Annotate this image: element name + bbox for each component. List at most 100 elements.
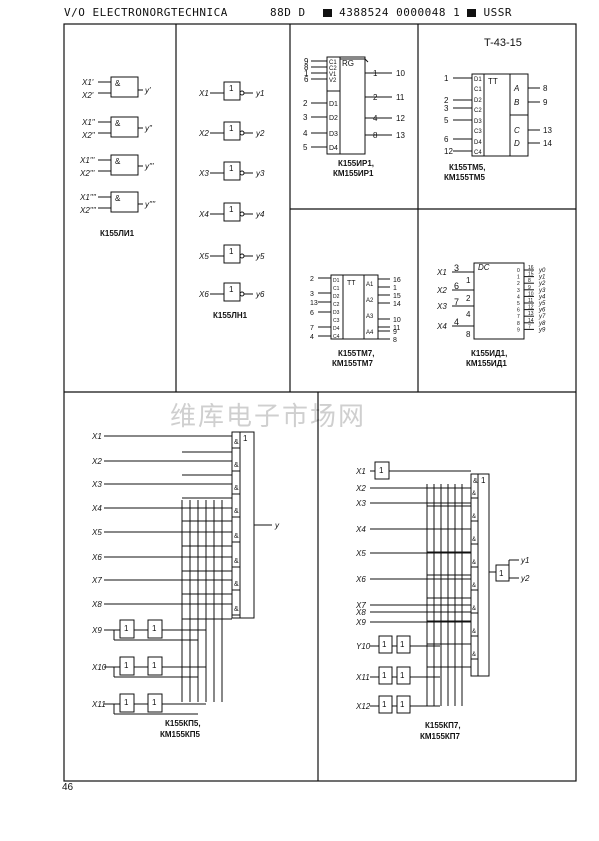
schematic-label: &: [472, 606, 476, 612]
schematic-label: y2: [538, 281, 546, 287]
schematic-label: 11: [528, 298, 533, 304]
schematic-label: C3: [333, 318, 340, 324]
schematic-label: &: [472, 514, 476, 520]
schematic-label: 1: [229, 164, 234, 173]
schematic-label: X3: [198, 169, 209, 178]
schematic-label: &: [472, 652, 476, 658]
tm7-part-label-2: КМ155ТМ7: [332, 359, 373, 368]
multiplexer-box: [470, 473, 490, 677]
schematic-label: y7: [538, 314, 546, 320]
page-number: 46: [62, 782, 74, 793]
schematic-label: 2: [303, 99, 308, 108]
schematic-label: 1: [379, 466, 384, 475]
svg-text:TT: TT: [347, 280, 356, 287]
schematic-label: C2: [474, 108, 482, 114]
company-name: V/O ELECTRONORGTECHNICA: [64, 6, 228, 19]
frame-grid: [63, 23, 577, 782]
schematic-label: X1: [91, 432, 102, 441]
schematic-label: C1: [474, 87, 482, 93]
schematic-label: X2: [355, 484, 366, 493]
schematic-label: y2: [520, 574, 530, 583]
schematic-label: &: [234, 606, 239, 613]
schematic-label: A3: [366, 314, 374, 320]
svg-text:&: &: [115, 79, 121, 88]
schematic-label: y6: [538, 308, 546, 314]
schematic-label: 1: [373, 69, 378, 78]
svg-text:X2': X2': [81, 91, 94, 100]
schematic-label: 1: [304, 69, 309, 78]
schematic-label: Y10: [356, 642, 371, 651]
doc-ref: T-43-15: [484, 37, 522, 49]
schematic-label: 8: [528, 278, 531, 284]
schematic-label: y1: [255, 89, 264, 98]
schematic-label: X11: [355, 673, 370, 682]
schematic-label: 1: [444, 74, 449, 83]
schematic-label: 2: [444, 96, 449, 105]
schematic-label: 7: [517, 314, 520, 320]
schematic-label: X3: [436, 302, 447, 311]
schematic-label: 8: [304, 63, 309, 72]
schematic-label: X8: [355, 608, 366, 617]
schematic-label: X7: [91, 576, 102, 585]
schematic-label: X7: [355, 601, 366, 610]
schematic-label: D1: [333, 278, 340, 284]
schematic-label: C: [514, 126, 520, 135]
schematic-label: X12: [355, 702, 371, 711]
schematic-label: X9: [355, 618, 366, 627]
schematic-label: 15: [393, 293, 401, 300]
schematic-label: X1: [355, 467, 366, 476]
schematic-label: 6: [310, 310, 314, 317]
schematic-label: X3: [355, 499, 366, 508]
schematic-label: y8: [538, 321, 546, 327]
schematic-label: 1: [124, 661, 129, 670]
schematic-label: 14: [393, 301, 401, 308]
schematic-label: &: [472, 629, 476, 635]
schematic-label: 1: [481, 476, 486, 485]
schematic-label: 11: [396, 93, 405, 102]
schematic-label: D1: [329, 101, 338, 108]
black-block-icon: [323, 9, 332, 17]
schematic-label: V1: [329, 72, 337, 78]
schematic-label: X5: [91, 528, 102, 537]
schematic-label: X6: [355, 575, 366, 584]
schematic-label: X1: [436, 268, 447, 277]
svg-text:RG: RG: [342, 59, 354, 68]
tm7-part-label-1: К155ТМ7,: [338, 349, 374, 358]
schematic-label: 4: [303, 129, 308, 138]
schematic-label: 1: [152, 661, 157, 670]
schematic-label: C2: [333, 302, 340, 308]
svg-text:X2'''': X2'''': [79, 206, 96, 215]
schematic-label: y: [274, 521, 280, 530]
schematic-label: 7: [454, 297, 459, 307]
schematic-label: 3: [517, 288, 520, 294]
schematic-label: 16: [393, 277, 401, 284]
schematic-label: A4: [366, 330, 374, 336]
schematic-label: 4: [454, 317, 459, 327]
header-barcode: 4388524 0000048 1 USSR: [323, 6, 512, 19]
schematic-label: 1: [229, 247, 234, 256]
schematic-label: 2: [310, 276, 314, 283]
schematic-label: D4: [474, 140, 482, 146]
schematic-label: B: [514, 98, 520, 107]
schematic-label: X4: [198, 210, 209, 219]
schematic-label: &: [234, 439, 239, 446]
schematic-label: 9: [517, 327, 520, 333]
schematic-label: 5: [444, 116, 449, 125]
schematic-label: 16: [528, 265, 534, 271]
schematic-label: &: [473, 478, 478, 485]
schematic-label: X3: [91, 480, 102, 489]
schematic-label: 10: [396, 69, 405, 78]
schematic-label: 5: [303, 143, 308, 152]
tm7-block: TT 2313674D1C1D2C2D3C3D4C4A1A2A3A4161151…: [310, 274, 401, 368]
schematic-label: y0: [538, 268, 546, 274]
schematic-label: V2: [329, 78, 337, 84]
svg-text:TT: TT: [488, 77, 498, 86]
schematic-label: 8: [543, 84, 548, 93]
schematic-label: 10: [528, 291, 534, 297]
